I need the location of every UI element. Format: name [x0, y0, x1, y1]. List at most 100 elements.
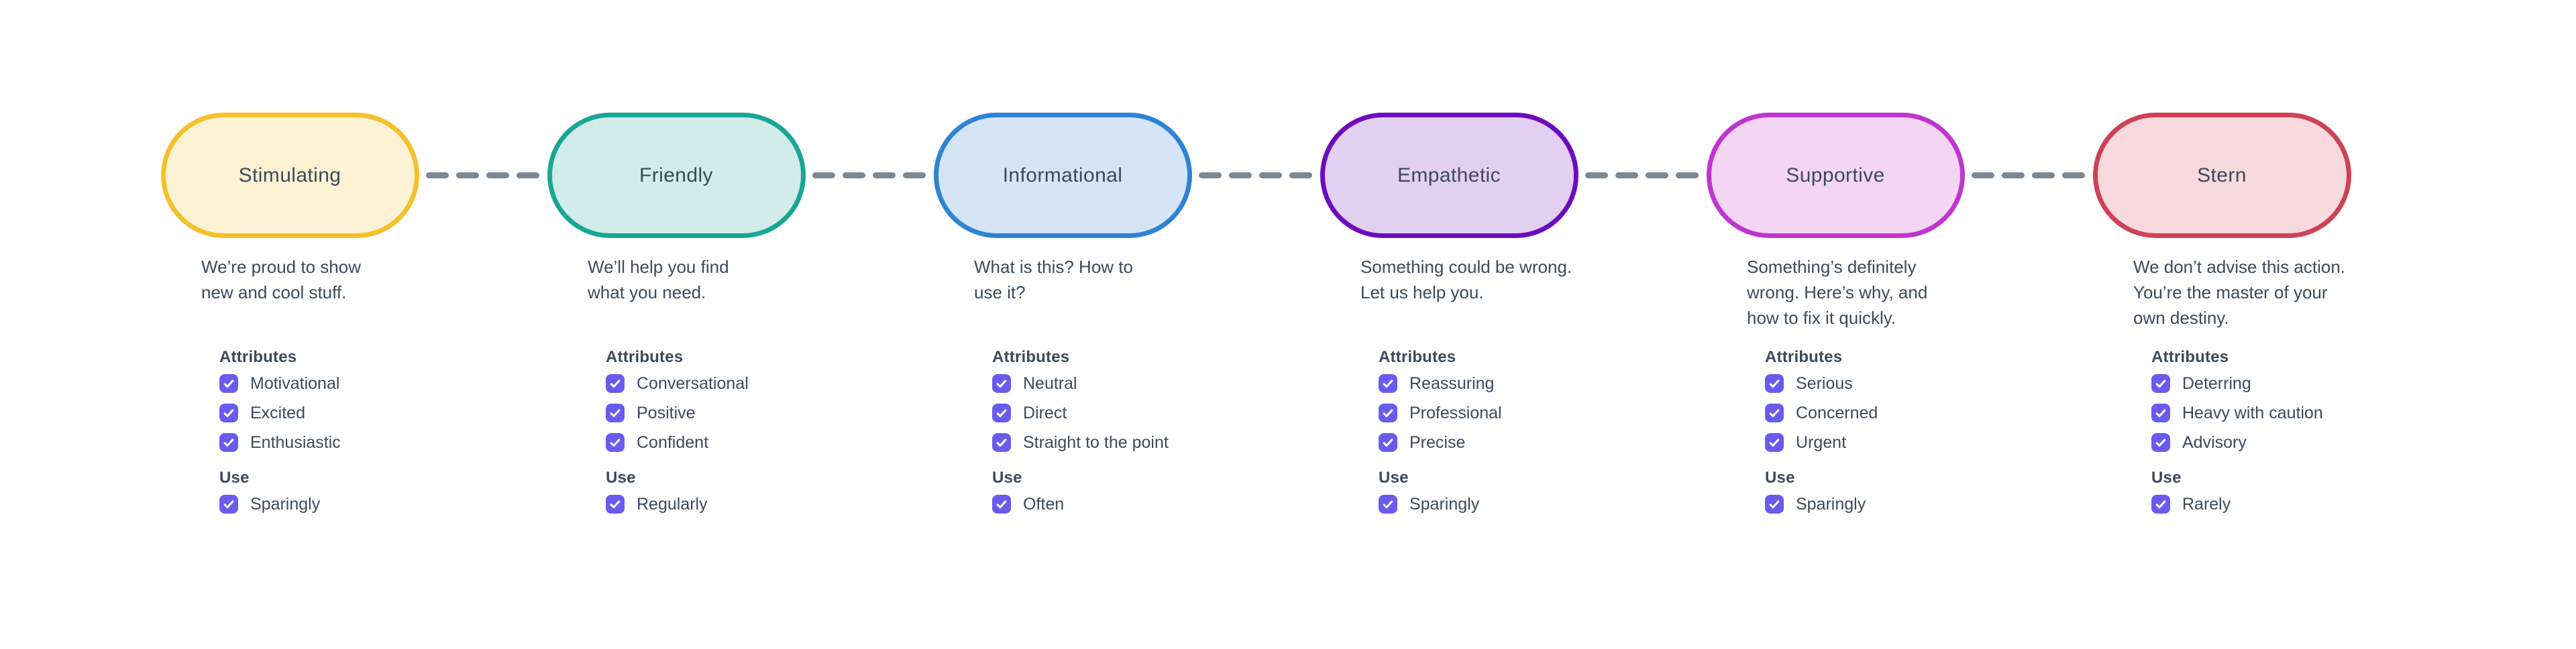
tone-description: What is this? How to use it?: [974, 254, 1256, 331]
use-checkbox[interactable]: [1379, 495, 1397, 514]
attribute-checkbox[interactable]: [992, 404, 1011, 422]
tone-column-informational: Informational What is this? How to use i…: [869, 113, 1256, 524]
dash: [2032, 172, 2055, 178]
attribute-row: Heavy with caution: [2151, 404, 2415, 422]
check-icon: [2155, 409, 2166, 418]
attribute-row: Professional: [1379, 404, 1642, 422]
use-heading: Use: [992, 469, 1022, 487]
attribute-checkbox[interactable]: [2151, 374, 2170, 393]
dash: [1972, 172, 1994, 178]
attribute-row: Reassuring: [1379, 374, 1642, 393]
tone-description: We’ll help you find what you need.: [588, 254, 869, 331]
dash: [517, 172, 539, 178]
attribute-checkbox[interactable]: [1379, 404, 1397, 422]
tone-pill: Empathetic: [1320, 113, 1578, 238]
use-row: Sparingly: [1765, 495, 2029, 514]
check-icon: [1769, 379, 1780, 388]
description-line: We don’t advise this action.: [2133, 257, 2346, 277]
dash: [843, 172, 865, 178]
attribute-row: Urgent: [1765, 433, 2029, 452]
attribute-checkbox[interactable]: [1765, 433, 1784, 452]
use-section: Use Sparingly: [219, 468, 483, 514]
dash: [812, 172, 835, 178]
check-icon: [1769, 500, 1780, 509]
attribute-checkbox[interactable]: [1765, 404, 1784, 422]
use-section: Use Sparingly: [1765, 468, 2029, 514]
check-icon: [1769, 438, 1780, 447]
attribute-checkbox[interactable]: [1765, 374, 1784, 393]
attribute-row: Straight to the point: [992, 433, 1256, 452]
check-icon: [223, 409, 234, 418]
use-label: Sparingly: [1409, 494, 1480, 514]
attribute-checkbox[interactable]: [606, 404, 625, 422]
connector-dashed-line: [1578, 172, 1706, 178]
check-icon: [610, 409, 621, 418]
use-label: Often: [1023, 494, 1065, 514]
attribute-row: Confident: [606, 433, 869, 452]
dash: [1615, 172, 1638, 178]
attribute-checkbox[interactable]: [1379, 433, 1397, 452]
attribute-checkbox[interactable]: [2151, 433, 2170, 452]
tone-pill: Informational: [933, 113, 1192, 238]
attribute-row: Motivational: [219, 374, 483, 393]
check-icon: [223, 379, 234, 388]
attribute-checkbox[interactable]: [1379, 374, 1397, 393]
use-checkbox[interactable]: [2151, 495, 2170, 514]
description-line: Something could be wrong.: [1360, 257, 1572, 277]
attributes-heading: Attributes: [219, 348, 297, 366]
attribute-checkbox[interactable]: [992, 433, 1011, 452]
attribute-row: Direct: [992, 404, 1256, 422]
tone-column-stern: Stern We don’t advise this action. You’r…: [2029, 113, 2415, 524]
use-heading: Use: [1765, 469, 1795, 487]
connector-dashed-line: [1964, 172, 2092, 178]
tone-column-supportive: Supportive Something’s definitely wrong.…: [1642, 113, 2029, 524]
attributes-heading: Attributes: [992, 348, 1070, 366]
tone-pill: Supportive: [1706, 113, 1965, 238]
attribute-checkbox[interactable]: [606, 374, 625, 393]
attribute-row: Neutral: [992, 374, 1256, 393]
dash: [873, 172, 896, 178]
tone-pill: Friendly: [547, 113, 806, 238]
use-checkbox[interactable]: [992, 495, 1011, 514]
use-checkbox[interactable]: [219, 495, 238, 514]
tone-column-empathetic: Empathetic Something could be wrong. Let…: [1256, 113, 1642, 524]
use-row: Rarely: [2151, 495, 2415, 514]
attribute-checkbox[interactable]: [992, 374, 1011, 393]
check-icon: [996, 500, 1007, 509]
attribute-label: Confident: [637, 432, 709, 452]
attribute-label: Urgent: [1796, 432, 1847, 452]
connector-dashed-line: [1191, 172, 1320, 178]
attribute-checkbox[interactable]: [606, 433, 625, 452]
check-icon: [996, 409, 1007, 418]
description-line: We’ll help you find: [588, 257, 729, 277]
attribute-label: Straight to the point: [1023, 432, 1169, 452]
attribute-row: Enthusiastic: [219, 433, 483, 452]
attribute-label: Precise: [1409, 432, 1466, 452]
use-heading: Use: [219, 469, 250, 487]
attribute-label: Serious: [1796, 373, 1853, 393]
attribute-checkbox[interactable]: [2151, 404, 2170, 422]
attribute-checkbox[interactable]: [219, 374, 238, 393]
tone-column-stimulating: Stimulating We’re proud to show new and …: [97, 113, 483, 524]
description-line: wrong. Here’s why, and: [1747, 282, 1928, 302]
use-label: Sparingly: [1796, 494, 1866, 514]
attributes-section: Attributes Motivational Excited: [219, 347, 483, 452]
check-icon: [610, 379, 621, 388]
attribute-row: Positive: [606, 404, 869, 422]
description-line: what you need.: [588, 282, 706, 302]
use-section: Use Sparingly: [1379, 468, 1642, 514]
check-icon: [1383, 409, 1393, 418]
attribute-checkbox[interactable]: [219, 404, 238, 422]
use-checkbox[interactable]: [1765, 495, 1784, 514]
attribute-checkbox[interactable]: [219, 433, 238, 452]
dash: [1229, 172, 1252, 178]
check-icon: [996, 379, 1007, 388]
tone-description: We don’t advise this action. You’re the …: [2133, 254, 2415, 331]
use-heading: Use: [606, 469, 636, 487]
attributes-section: Attributes Conversational Positive: [606, 347, 869, 452]
tone-columns: Stimulating We’re proud to show new and …: [97, 113, 2415, 524]
attributes-heading: Attributes: [606, 348, 684, 366]
use-heading: Use: [1379, 469, 1409, 487]
use-checkbox[interactable]: [606, 495, 625, 514]
